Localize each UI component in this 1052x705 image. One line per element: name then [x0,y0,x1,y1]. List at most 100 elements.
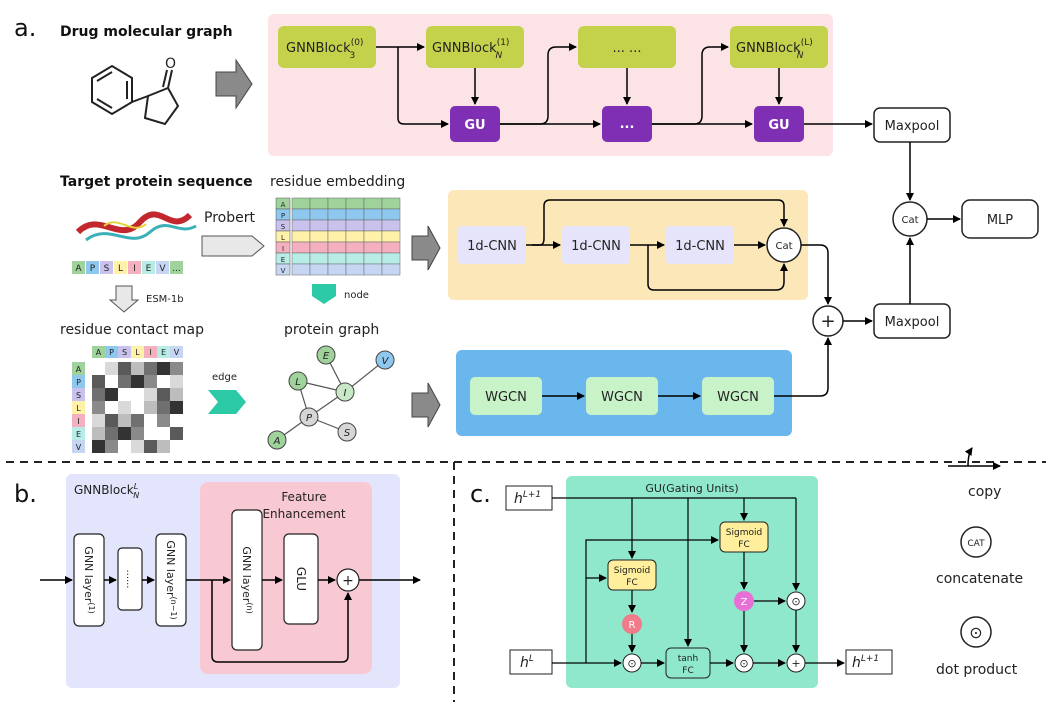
sequence-letter: S [104,264,110,274]
sequence-letter: I [133,264,136,274]
contact-cell [118,388,131,401]
svg-text:1d-CNN: 1d-CNN [675,239,725,254]
contact-col-letter: A [96,348,102,357]
contact-cell [170,440,183,453]
cnn-box-3[interactable]: 1d-CNN [666,226,734,264]
maxpool-drug[interactable]: Maxpool [873,107,951,143]
graph-node [299,407,319,427]
contact-cell [157,362,170,375]
reset-gate-r: R [622,614,642,634]
gnn-layer-1[interactable]: GNN layer(1) [73,533,105,627]
graph-node [335,382,355,402]
embedding-row-letter: S [281,223,286,231]
gnn-block-1[interactable]: GNNBlock(1)N [426,26,524,68]
cnn-box-2[interactable]: 1d-CNN [562,226,630,264]
graph-node-label: S [344,428,351,439]
graph-node [267,430,287,450]
contact-cell [157,401,170,414]
contact-cell [131,440,144,453]
svg-text:⊙: ⊙ [739,657,748,670]
glu-sum-node[interactable]: + [336,568,360,592]
contact-row-cell [72,440,85,453]
embedding-cell [291,219,311,232]
svg-text:hL: hL [520,654,534,671]
contact-cell [157,440,170,453]
embedding-cell [327,230,347,243]
sigmoid-fc-z[interactable]: Sigmoid FC [719,521,769,553]
contact-cell [105,375,118,388]
cnn-cat-node[interactable]: Cat [766,227,802,263]
svg-text:+: + [791,657,800,670]
gnn-block-L[interactable]: GNNBlock(L)N [730,26,828,68]
mlp-box[interactable]: MLP [961,199,1039,239]
svg-text:GNN layer(n): GNN layer(n) [240,546,254,613]
embedding-row-letter: A [281,201,286,209]
gnn-layer-dots[interactable]: ...... [117,547,143,611]
embedding-cell [309,208,329,221]
embedding-cell [363,241,383,254]
sum-node[interactable]: + [812,305,844,337]
embedding-cell [381,208,401,221]
contact-cell [92,440,105,453]
dot-product-icon: ⊙ [960,616,992,648]
svg-text:GNN layer(n−1): GNN layer(n−1) [164,540,178,619]
svg-text:... ...: ... ... [613,41,642,56]
cnn-box-1[interactable]: 1d-CNN [458,226,526,264]
gu-sum-node: + [786,653,806,673]
wgcn-box-1[interactable]: WGCN [470,377,542,415]
graph-node [316,345,336,365]
svg-text:...: ... [620,117,635,132]
gu-box-1[interactable]: GU [450,106,500,142]
sigmoid-fc-r[interactable]: Sigmoid FC [607,559,657,591]
contact-row-letter: E [76,430,81,439]
gu-box-L[interactable]: GU [754,106,804,142]
tanh-fc[interactable]: tanh FC [665,647,711,679]
gnn-layer-n-minus-1[interactable]: GNN layer(n−1) [155,533,187,627]
graph-node-label: E [323,351,330,362]
gnn-layer-n[interactable]: GNN layer(n) [231,509,263,651]
gnn-block-0[interactable]: GNNBlock(0)3 [278,26,376,68]
embedding-row-label-cell [275,263,291,276]
sequence-cell [142,261,155,274]
svg-text:+: + [820,311,835,332]
wgcn-box-3[interactable]: WGCN [702,377,774,415]
gu-box-ellipsis[interactable]: ... [602,106,652,142]
contact-row-letter: S [76,391,81,400]
contact-col-letter: E [161,348,166,357]
glu-box[interactable]: GLU [283,533,319,625]
contact-cell [131,427,144,440]
sequence-letter: ... [172,264,181,274]
svg-text:Cat: Cat [901,215,918,226]
contact-cell [144,414,157,427]
contact-cell [144,362,157,375]
svg-text:GU: GU [768,118,789,133]
embedding-cell [309,230,329,243]
edge-label: edge [212,372,237,383]
contact-cell [118,401,131,414]
maxpool-protein[interactable]: Maxpool [873,303,951,339]
contact-cell [105,440,118,453]
contact-cell [157,388,170,401]
contact-cell [144,388,157,401]
contact-row-cell [72,401,85,414]
contact-cell [92,388,105,401]
embedding-cell [381,263,401,276]
contact-col-cell [170,346,183,358]
contact-cell [105,427,118,440]
cat-node[interactable]: Cat [892,201,928,237]
graph-node-label: I [344,388,347,399]
embedding-cell [345,263,365,276]
gnn-block-ellipsis[interactable]: ... ... [578,26,676,68]
embedding-cell [345,197,365,210]
svg-text:FC: FC [738,540,749,550]
contact-row-letter: P [76,378,81,387]
contact-cell [105,414,118,427]
embedding-cell [345,252,365,265]
wgcn-box-2[interactable]: WGCN [586,377,658,415]
embedding-cell [363,230,383,243]
embedding-cell [327,208,347,221]
svg-text:WGCN: WGCN [485,390,527,405]
svg-text:1d-CNN: 1d-CNN [467,239,517,254]
